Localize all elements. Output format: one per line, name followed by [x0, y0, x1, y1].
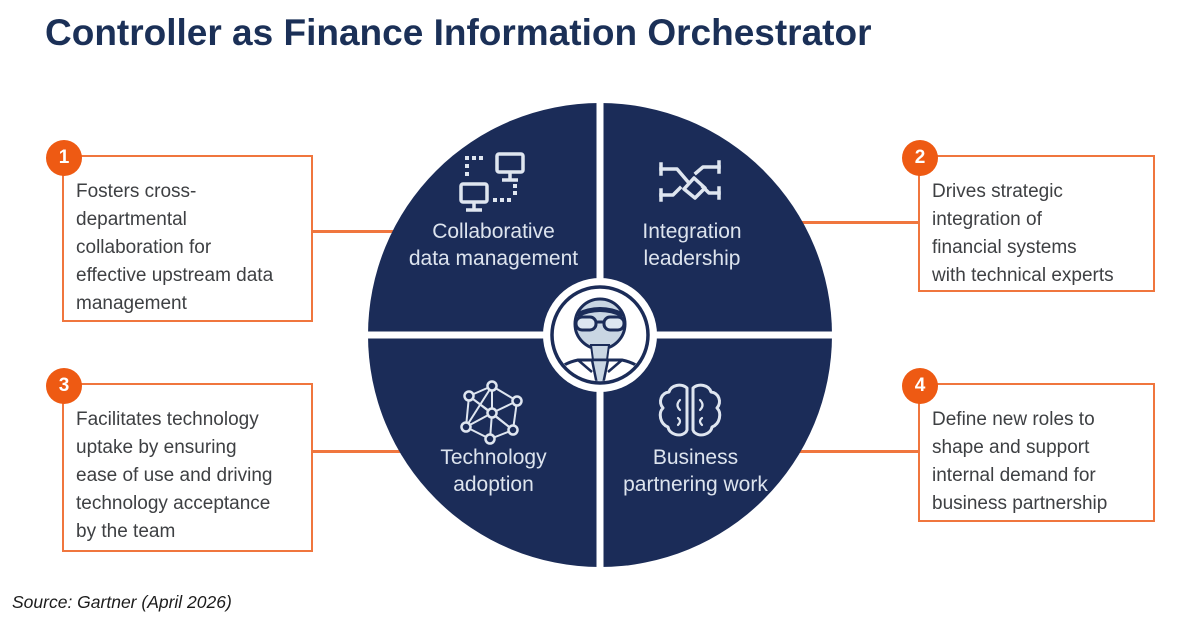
callout-text-1: Fosters cross- departmental collaboratio…	[76, 181, 274, 314]
connector-line-3	[311, 450, 412, 453]
callout-text-3: Facilitates technology uptake by ensurin…	[76, 409, 273, 542]
network-monitors-icon	[455, 149, 529, 220]
connector-line-1	[310, 230, 412, 233]
source-note: Source: Gartner (April 2026)	[12, 592, 232, 612]
connector-line-2	[796, 221, 920, 224]
callout-box-1: 1 Fosters cross- departmental collaborat…	[46, 140, 313, 322]
callout-box-2: 2 Drives strategic integration of financ…	[902, 140, 1155, 292]
quadrant-label-business-partnering-work: Business partnering work	[623, 446, 768, 496]
quadrant-label-integration-leadership: Integration leadership	[642, 220, 742, 270]
page-title: Controller as Finance Information Orches…	[45, 12, 872, 53]
callout-number-badge-2: 2	[902, 140, 938, 176]
callout-text-4: Define new roles to shape and support in…	[932, 409, 1108, 514]
callout-number-badge-1: 1	[46, 140, 82, 176]
callout-box-4: 4 Define new roles to shape and support …	[902, 368, 1155, 522]
controller-person-icon	[543, 278, 657, 392]
connector-line-4	[796, 450, 920, 453]
brain-icon	[654, 380, 726, 447]
network-nodes-icon	[456, 376, 528, 453]
handshake-icon	[651, 156, 729, 217]
quadrant-label-technology-adoption: Technology adoption	[440, 446, 547, 496]
callout-box-3: 3 Facilitates technology uptake by ensur…	[46, 368, 313, 552]
callout-text-2: Drives strategic integration of financia…	[932, 181, 1114, 286]
quadrant-label-collaborative-data-management: Collaborative data management	[408, 220, 579, 270]
callout-number-badge-4: 4	[902, 368, 938, 404]
callout-number-badge-3: 3	[46, 368, 82, 404]
quadrant-circle	[368, 103, 832, 567]
